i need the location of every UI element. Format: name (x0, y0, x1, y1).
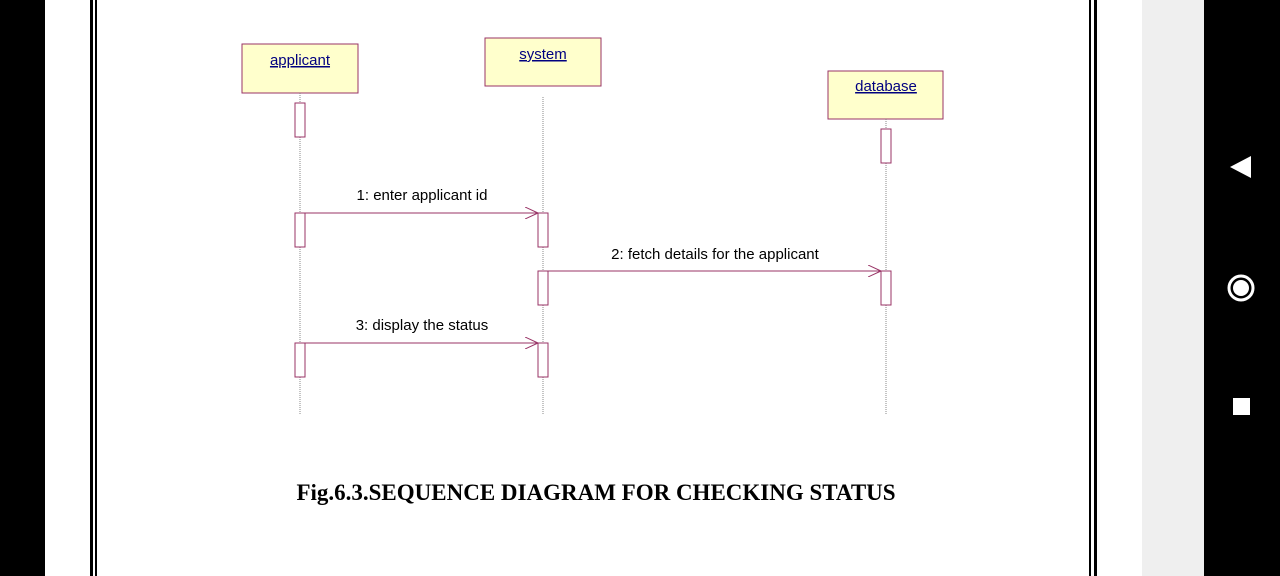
activation-applicant-2 (294, 212, 306, 248)
page-border-left (90, 0, 93, 576)
message-2-label: 2: fetch details for the applicant (611, 246, 819, 263)
message-3-label: 3: display the status (356, 317, 489, 334)
activation-applicant-3 (294, 342, 306, 378)
message-1: 1: enter applicant id (305, 187, 538, 213)
message-1-label: 1: enter applicant id (357, 187, 488, 204)
activation-applicant-1 (294, 102, 306, 138)
object-system-label: system (519, 46, 567, 63)
android-nav-bar (1204, 0, 1280, 576)
activation-database-1 (880, 128, 892, 164)
message-3: 3: display the status (305, 317, 538, 343)
activation-system-3 (537, 342, 549, 378)
figure-caption-text: Fig.6.3.SEQUENCE DIAGRAM FOR CHECKING ST… (296, 480, 896, 505)
page-margin (45, 0, 90, 576)
figure-caption: Fig.6.3.SEQUENCE DIAGRAM FOR CHECKING ST… (0, 480, 1280, 506)
object-database-label: database (855, 78, 917, 95)
object-applicant-label: applicant (270, 52, 331, 69)
recents-icon[interactable] (1233, 398, 1250, 415)
back-icon[interactable] (1230, 156, 1251, 178)
home-icon[interactable] (1227, 274, 1255, 302)
page-border-left-inner (95, 0, 97, 576)
activation-system-2 (537, 270, 549, 306)
object-database: database (827, 70, 944, 120)
activation-database-2 (880, 270, 892, 306)
left-black-edge (0, 0, 45, 576)
page-border-right-inner (1089, 0, 1091, 576)
message-2: 2: fetch details for the applicant (548, 246, 881, 271)
page-margin-right (1097, 0, 1142, 576)
viewer-background (1142, 0, 1204, 576)
object-system: system (484, 37, 602, 87)
object-applicant: applicant (241, 43, 359, 94)
page-border-right (1094, 0, 1097, 576)
activation-system-1 (537, 212, 549, 248)
